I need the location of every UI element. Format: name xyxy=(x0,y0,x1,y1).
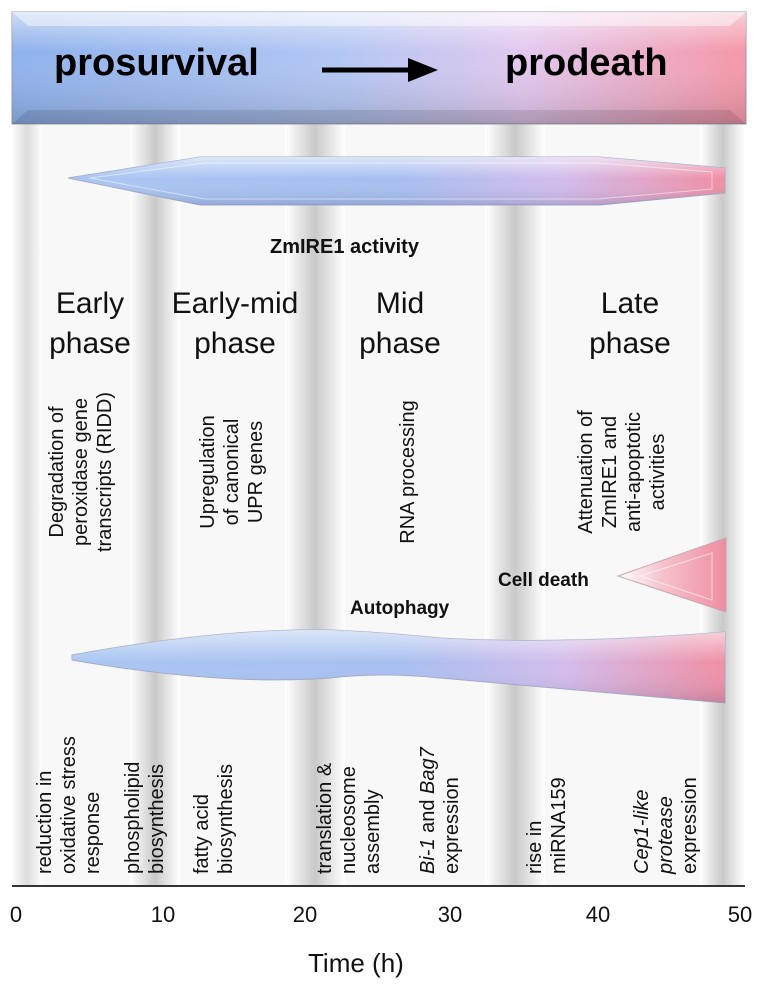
zmire1-activity-label: ZmIRE1 activity xyxy=(270,236,419,258)
axis-tick-20: 20 xyxy=(292,902,318,927)
event-early-ridd: Degradation of peroxidase gene transcrip… xyxy=(46,392,116,553)
axis-tick-50: 50 xyxy=(727,902,753,927)
event-phospholipid: phospholipid biosynthesis xyxy=(122,761,168,874)
axis-tick-0: 0 xyxy=(9,902,23,927)
axis-label: Time (h) xyxy=(308,948,404,978)
prosurvival-label: prosurvival xyxy=(54,42,259,84)
event-cep1-protease: Cep1-like protease expression xyxy=(631,777,701,874)
cell-death-wedge xyxy=(616,537,727,613)
arrow-right-icon xyxy=(322,58,438,82)
zmire1-activity-bar xyxy=(67,156,726,206)
phase-early-mid: Early-mid phase xyxy=(171,287,299,360)
event-mirna159: rise in miRNA159 xyxy=(524,777,570,874)
event-oxidative-stress: reduction in oxidative stress response xyxy=(34,736,104,874)
phase-late: Late phase xyxy=(589,287,671,360)
axis-tick-10: 10 xyxy=(150,902,176,927)
cell-death-label: Cell death xyxy=(498,570,589,591)
prosurvival-prodeath-banner xyxy=(11,11,747,125)
prodeath-label: prodeath xyxy=(505,42,668,84)
event-early-mid-upr: Upregulation of canonical UPR genes xyxy=(197,415,267,529)
event-translation-nucleosome: translation & nucleosome assembly xyxy=(314,762,384,874)
autophagy-bar xyxy=(71,629,726,704)
axis-tick-30: 30 xyxy=(437,902,463,927)
event-mid-rna-processing: RNA processing xyxy=(397,400,419,544)
event-fatty-acid: fatty acid biosynthesis xyxy=(191,763,237,874)
autophagy-label: Autophagy xyxy=(350,598,450,619)
event-bi1-bag7: Bi-1 and Bag7 expression xyxy=(417,747,463,874)
phase-early: Early phase xyxy=(49,287,131,360)
phase-mid: Mid phase xyxy=(359,287,441,360)
axis-tick-40: 40 xyxy=(585,902,611,927)
event-late-attenuation: Attenuation of ZmIRE1 and anti-apoptotic… xyxy=(575,410,669,534)
